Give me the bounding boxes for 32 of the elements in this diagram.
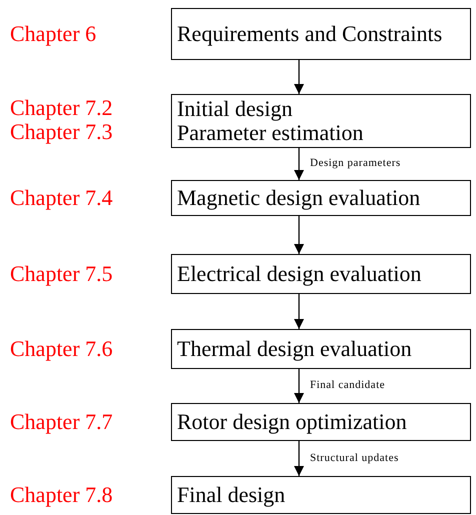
step-text: Requirements and Constraints (177, 22, 444, 46)
chapter-label: Chapter 7.3 (10, 120, 113, 144)
arrow (294, 294, 304, 329)
step-text: Parameter estimation (177, 121, 364, 145)
process-box (171, 403, 471, 441)
step-text: Magnetic design evaluation (177, 186, 422, 210)
arrow (294, 148, 304, 180)
process-box (171, 94, 471, 148)
edge-label: Structural updates (310, 452, 399, 464)
edge-label: Final candidate (310, 379, 386, 391)
process-box (171, 476, 471, 514)
arrow (294, 216, 304, 254)
process-box (171, 180, 471, 216)
chapter-label: Chapter 6 (10, 22, 96, 46)
step-text: Initial design (177, 97, 294, 121)
chapter-label: Chapter 7.7 (10, 410, 113, 434)
arrow (294, 369, 304, 403)
chapter-label: Chapter 7.2 (10, 96, 113, 120)
arrow (294, 441, 304, 476)
chapter-label: Chapter 7.5 (10, 262, 113, 286)
step-text: Electrical design evaluation (177, 262, 422, 286)
process-box (171, 329, 471, 369)
chapter-label: Chapter 7.6 (10, 337, 113, 361)
step-text: Thermal design evaluation (177, 337, 413, 361)
arrow (294, 60, 304, 94)
step-text: Final design (177, 483, 286, 507)
chapter-label: Chapter 7.8 (10, 483, 113, 507)
step-text: Rotor design optimization (177, 410, 408, 434)
chapter-label: Chapter 7.4 (10, 186, 113, 210)
process-box (171, 254, 471, 294)
process-box (171, 8, 471, 60)
edge-label: Design parameters (310, 157, 401, 169)
